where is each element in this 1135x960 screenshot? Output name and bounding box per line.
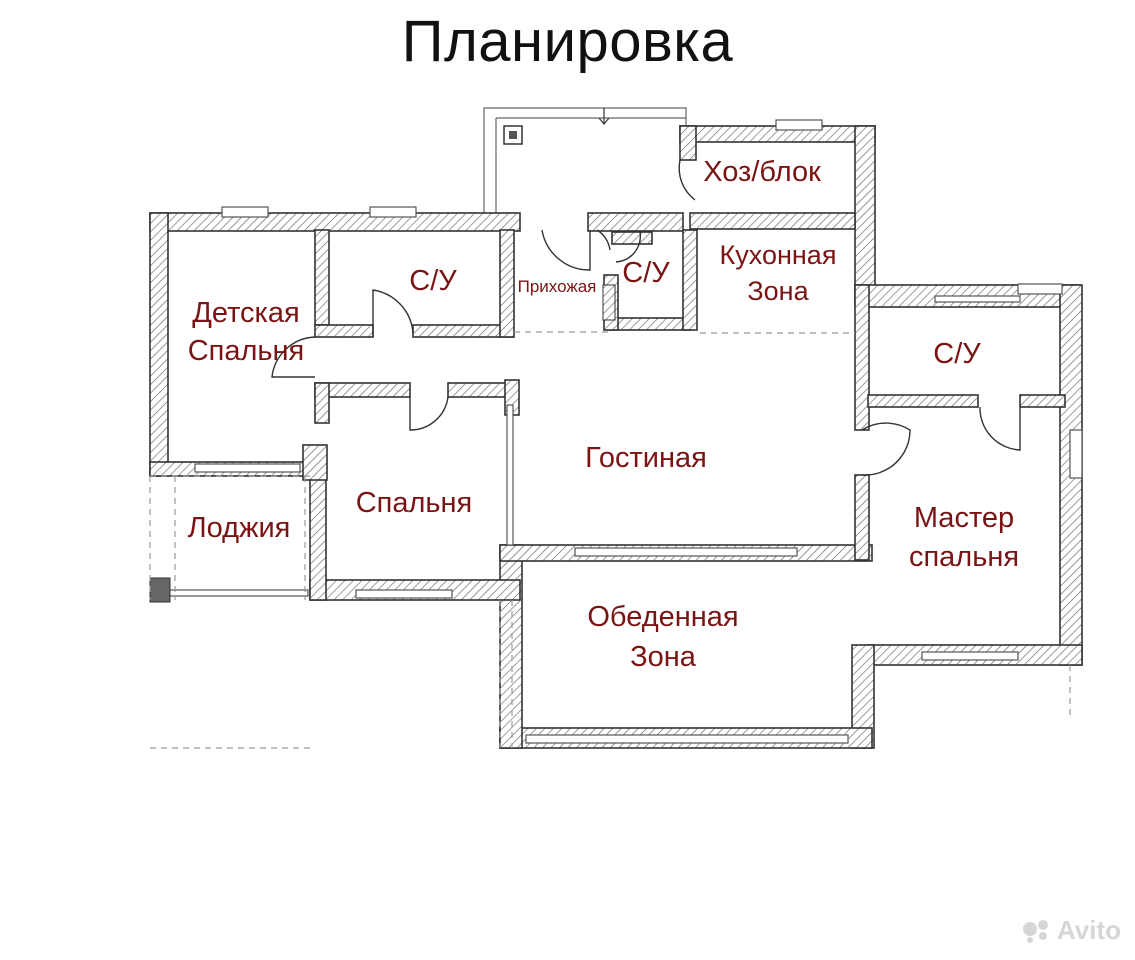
- label-obed-line2: Зона: [630, 641, 697, 673]
- avito-logo-icon: [1022, 920, 1053, 943]
- label-su-right: С/У: [933, 338, 981, 370]
- doors: [271, 159, 1021, 476]
- avito-watermark-text: Avito: [1056, 915, 1121, 945]
- label-prihozhaya: Прихожая: [518, 277, 597, 296]
- label-master-line2: спальня: [909, 541, 1019, 573]
- label-lodzhiya: Лоджия: [188, 512, 291, 544]
- dashed-lines: [149, 331, 1071, 749]
- windows: [149, 119, 1083, 744]
- avito-watermark: Avito: [1022, 915, 1121, 946]
- label-spalnya: Спальня: [356, 487, 473, 519]
- label-hozblok: Хоз/блок: [703, 156, 821, 188]
- room-labels: Детская Спальня С/У Прихожая С/У Хоз/бло…: [188, 156, 1019, 673]
- label-master-line1: Мастер: [914, 502, 1014, 534]
- label-kuhnya-line2: Зона: [747, 276, 809, 306]
- label-obed-line1: Обеденная: [587, 601, 738, 633]
- label-gostinaya: Гостиная: [585, 442, 707, 474]
- outer-walls: [149, 125, 1083, 749]
- label-su-left: С/У: [409, 265, 457, 297]
- page-title: Планировка: [401, 9, 734, 74]
- inner-walls: [302, 229, 1066, 481]
- label-kuhnya-line1: Кухонная: [720, 240, 837, 270]
- label-detskaya-line1: Детская: [192, 297, 299, 329]
- label-detskaya-line2: Спальня: [188, 335, 305, 367]
- entrance-canopy: [483, 107, 687, 213]
- label-su-center: С/У: [622, 257, 670, 289]
